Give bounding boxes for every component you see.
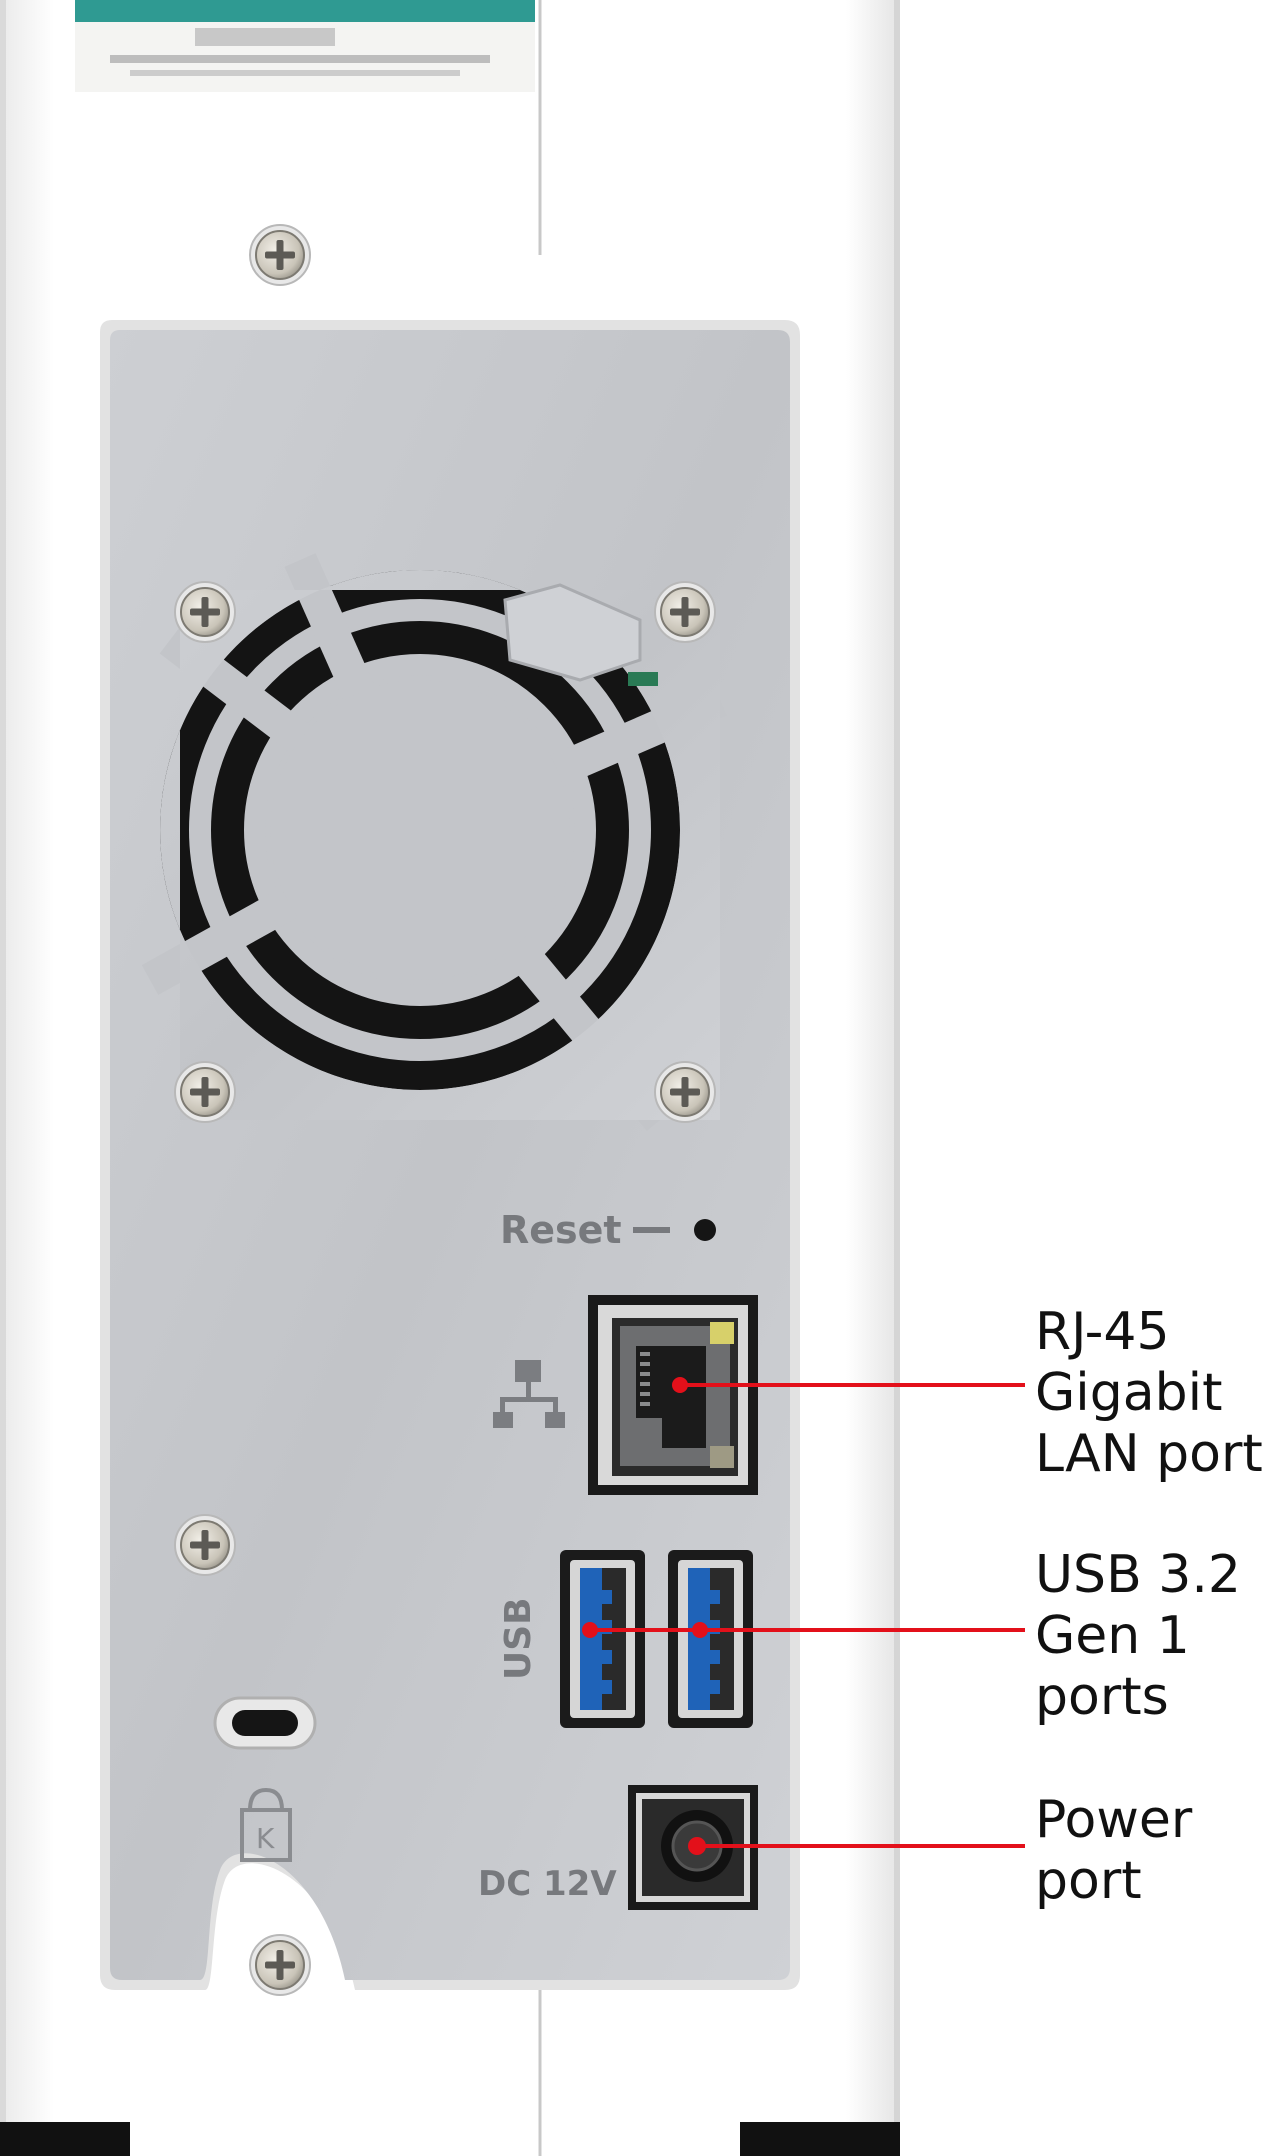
kensington-label: K [256, 1822, 275, 1855]
callout-line: USB 3.2 [1035, 1545, 1241, 1605]
reset-label: Reset [500, 1208, 622, 1252]
callout-line: LAN port [1035, 1424, 1263, 1484]
rj45-port[interactable] [588, 1295, 758, 1495]
callout-line: port [1035, 1851, 1142, 1911]
lan-port-callout: RJ-45 Gigabit LAN port [1035, 1302, 1263, 1485]
usb-port-2[interactable] [668, 1550, 753, 1728]
screw-icon [174, 1514, 236, 1576]
screw-icon [174, 581, 236, 643]
kensington-lock-icon: K [240, 1787, 292, 1862]
power-port-callout: Power port [1035, 1790, 1192, 1912]
screw-icon [174, 1061, 236, 1123]
product-label-sticker [75, 0, 535, 92]
kensington-slot[interactable] [213, 1696, 317, 1750]
dc-label: DC 12V [478, 1864, 617, 1904]
network-icon [493, 1360, 565, 1428]
reset-button[interactable] [694, 1219, 716, 1241]
fan-grille-icon [141, 553, 727, 1131]
screw-icon [654, 1061, 716, 1123]
screw-icon [654, 581, 716, 643]
callout-line: Gigabit [1035, 1363, 1223, 1423]
callout-line: Power [1035, 1790, 1193, 1850]
callout-line: Gen 1 [1035, 1606, 1190, 1666]
screw-icon [249, 224, 311, 286]
rear-panel [100, 320, 800, 1990]
usb-port-1[interactable] [560, 1550, 645, 1728]
callout-line: ports [1035, 1667, 1169, 1727]
usb-ports-callout: USB 3.2 Gen 1 ports [1035, 1545, 1241, 1728]
callout-line: RJ-45 [1035, 1302, 1170, 1362]
screw-icon [249, 1934, 311, 1996]
callout-leaders [582, 1377, 1025, 1855]
usb-label: USB [498, 1597, 539, 1680]
